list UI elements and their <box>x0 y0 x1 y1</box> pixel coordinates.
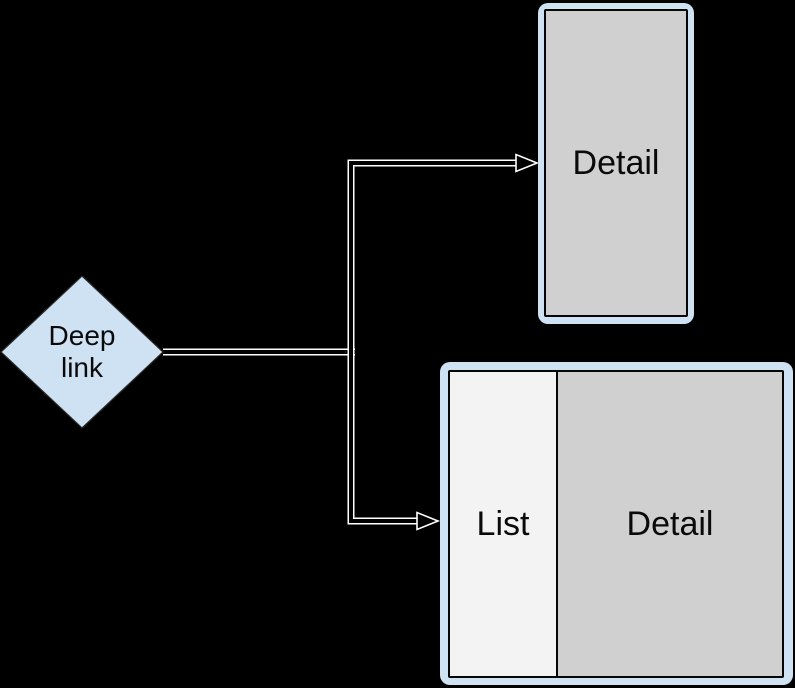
list-pane-label: List <box>476 504 530 543</box>
phone-frame-detail: Detail <box>538 3 694 324</box>
connector-to-list-detail-core <box>349 352 421 523</box>
phone-screen-detail: Detail <box>544 9 688 317</box>
arrowhead-to-list-detail-icon <box>416 511 441 531</box>
detail-pane: Detail <box>558 372 782 676</box>
deep-link-diamond <box>0 275 164 429</box>
tablet-frame-list-detail: List Detail <box>440 362 793 685</box>
tablet-screen: List Detail <box>448 370 784 678</box>
connector-to-list-detail-casing <box>347 352 421 525</box>
list-pane: List <box>450 372 558 676</box>
detail-pane-label: Detail <box>626 504 714 543</box>
arrowhead-to-detail-icon <box>515 153 540 173</box>
deep-link-label: Deep link <box>48 319 116 383</box>
connector-to-detail-core <box>349 161 520 352</box>
phone-detail-label: Detail <box>572 143 660 182</box>
connector-to-detail-casing <box>347 159 520 352</box>
